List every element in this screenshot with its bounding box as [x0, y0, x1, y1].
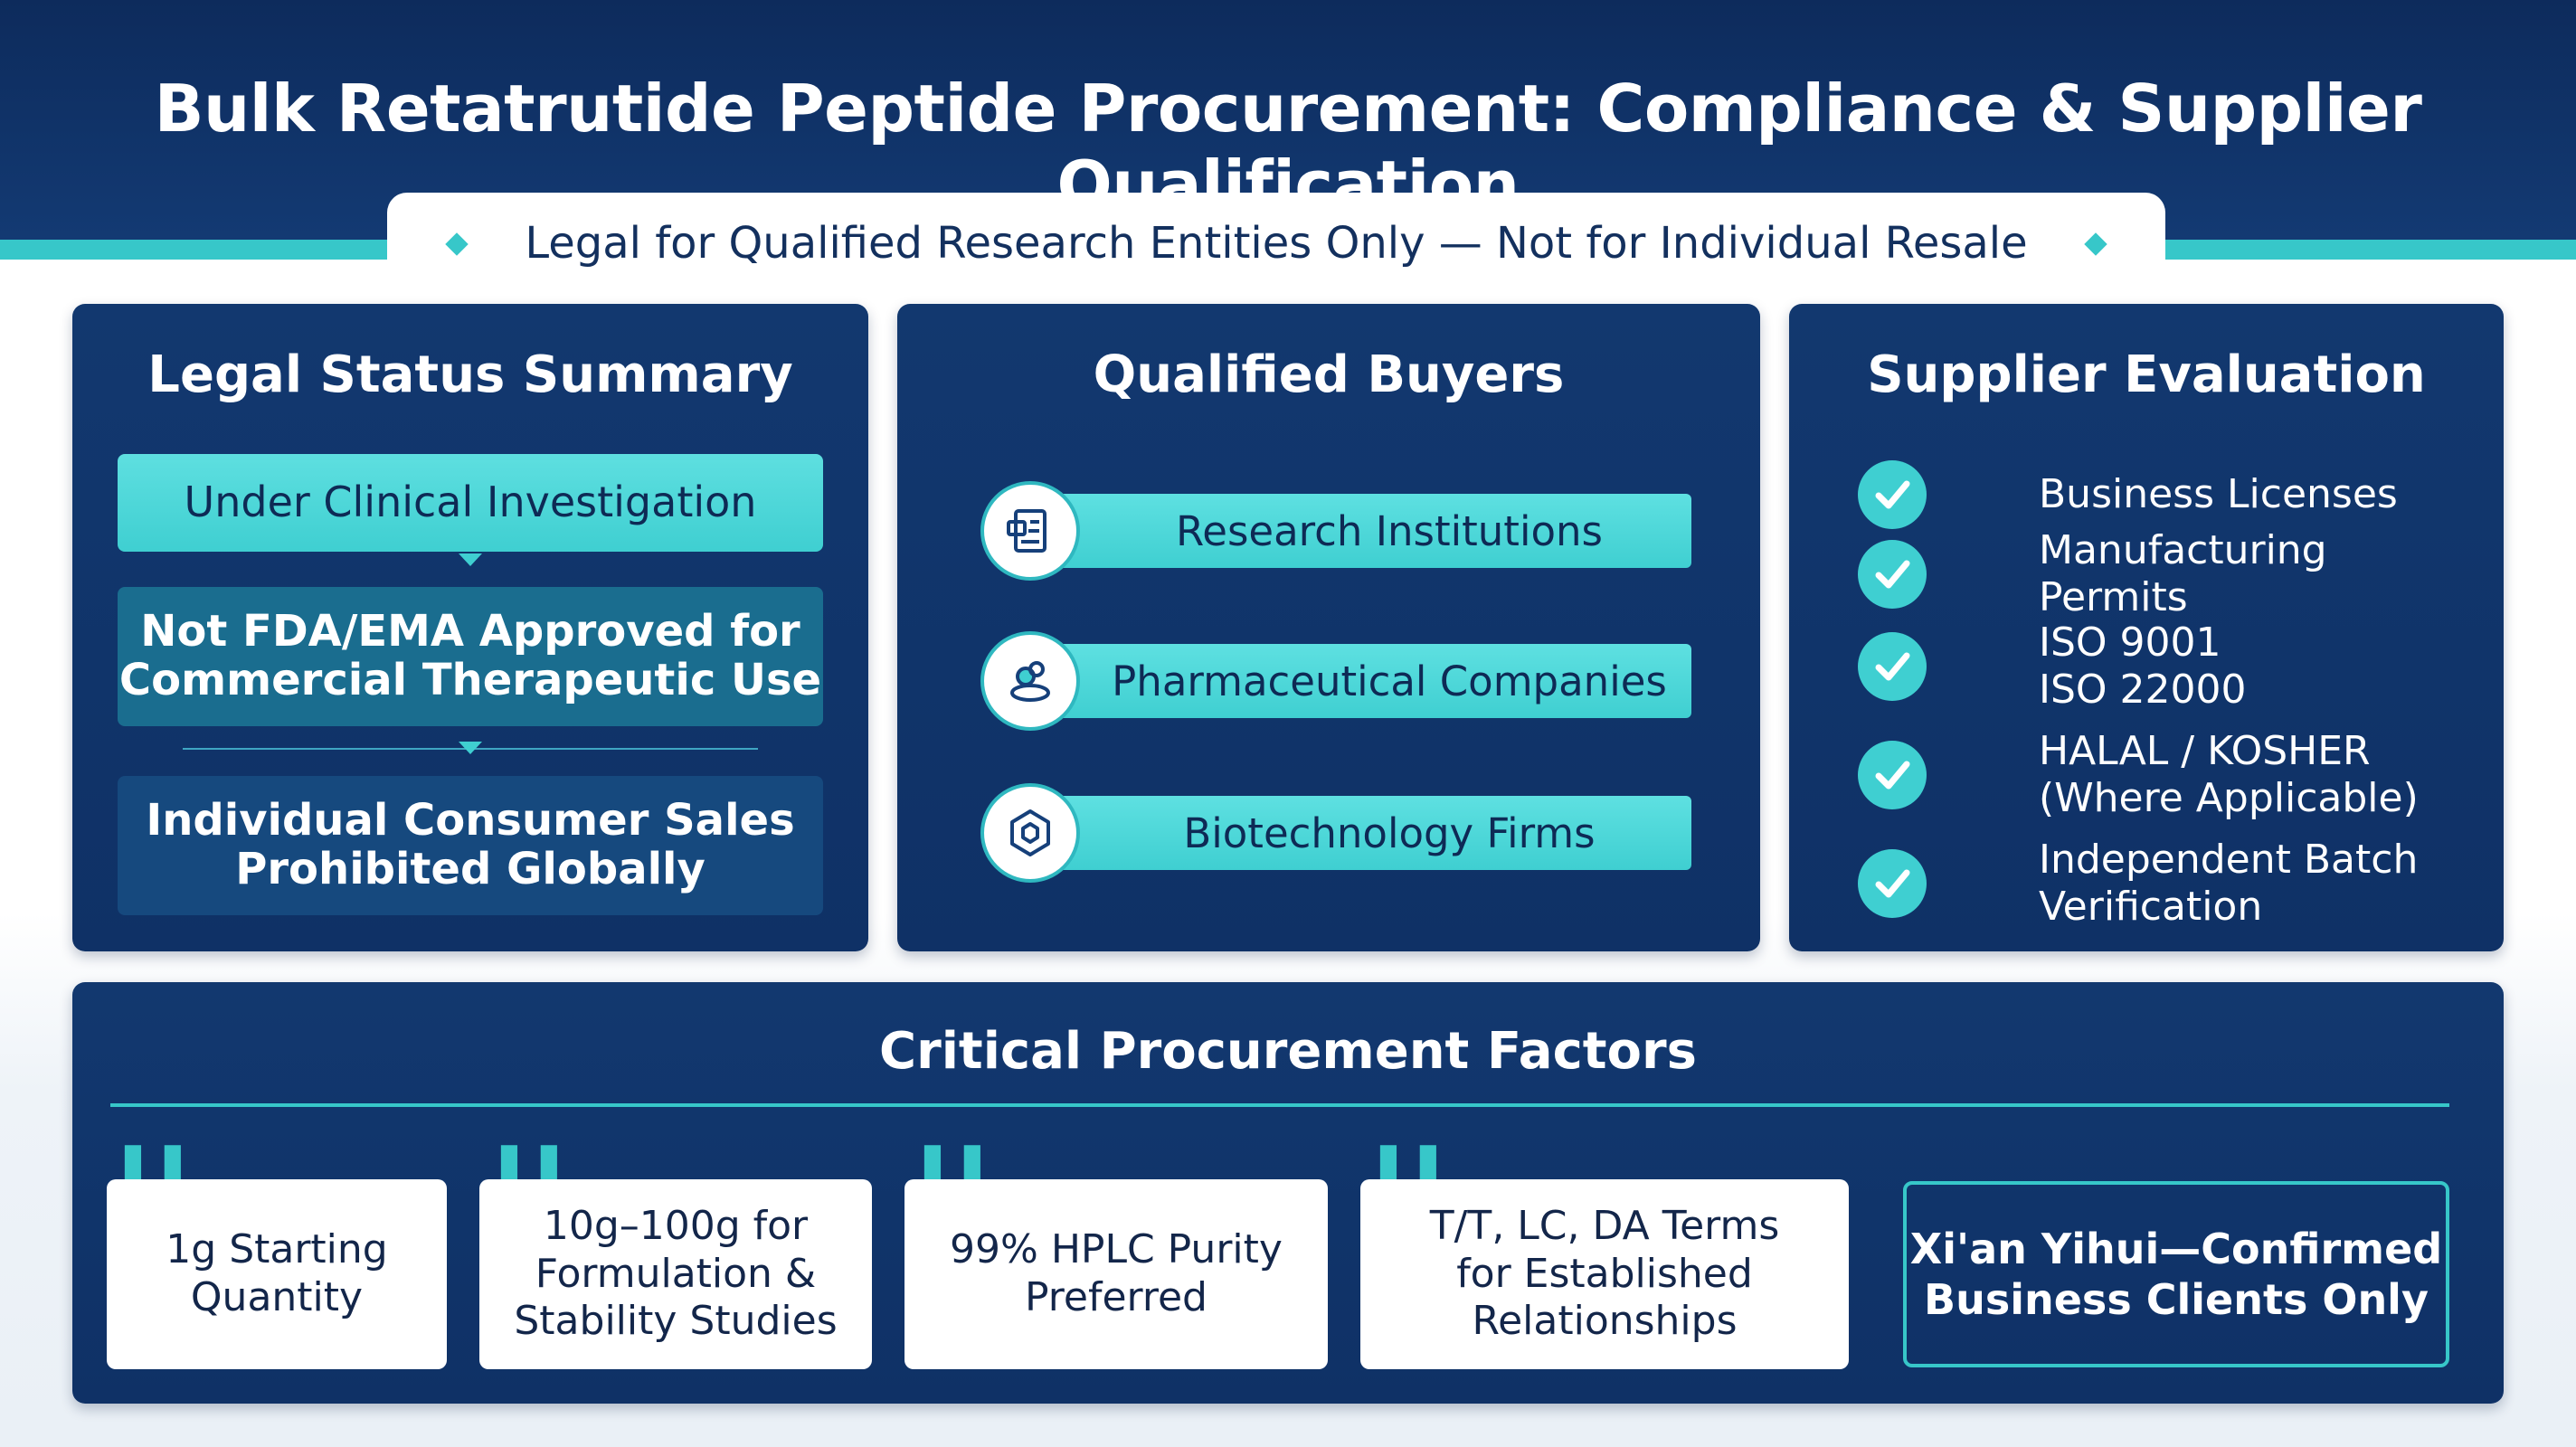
- divider: [110, 1103, 2449, 1107]
- legal-status-title: Legal Status Summary: [147, 345, 793, 404]
- document-icon: [980, 481, 1080, 581]
- arrow-down-icon: [459, 742, 482, 754]
- factor-card: 1g Starting Quantity: [107, 1179, 447, 1369]
- pills-icon: [980, 631, 1080, 731]
- check-icon: [1858, 540, 1927, 609]
- check-icon: [1858, 460, 1927, 529]
- evaluation-item: ISO 9001 ISO 22000: [1858, 619, 2437, 713]
- evaluation-item: Independent Batch Verification: [1858, 837, 2437, 930]
- buyer-item: Biotechnology Firms: [1042, 796, 1691, 870]
- factor-card: 99% HPLC Purity Preferred: [904, 1179, 1328, 1369]
- factor-card: T/T, LC, DA Terms for Established Relati…: [1360, 1179, 1849, 1369]
- evaluation-item: Business Licenses: [1858, 454, 2437, 535]
- diamond-icon: [2084, 232, 2107, 256]
- arrow-down-icon: [459, 553, 482, 566]
- check-icon: [1858, 849, 1927, 918]
- procurement-factors-panel: Critical Procurement Factors ❚❚ ❚❚ ❚❚ ❚❚…: [72, 982, 2504, 1404]
- procurement-factors-title: Critical Procurement Factors: [879, 1022, 1697, 1081]
- check-icon: [1858, 632, 1927, 701]
- supplier-evaluation-title: Supplier Evaluation: [1867, 345, 2426, 404]
- legal-status-item: Under Clinical Investigation: [118, 454, 823, 552]
- subtitle-text: Legal for Qualified Research Entities On…: [525, 218, 2028, 269]
- factor-card: 10g–100g for Formulation & Stability Stu…: [479, 1179, 872, 1369]
- legal-status-item: Not FDA/EMA Approved for Commercial Ther…: [118, 587, 823, 726]
- evaluation-item: Manufacturing Permits: [1858, 527, 2437, 620]
- evaluation-label: Business Licenses: [2039, 471, 2398, 518]
- hexagon-icon: [980, 783, 1080, 883]
- diamond-icon: [445, 232, 469, 256]
- evaluation-label: ISO 9001 ISO 22000: [2039, 619, 2247, 713]
- qualified-buyers-panel: Qualified Buyers Research Institutions P…: [897, 304, 1760, 951]
- evaluation-label: Independent Batch Verification: [2039, 837, 2419, 930]
- evaluation-label: HALAL / KOSHER (Where Applicable): [2039, 728, 2419, 821]
- buyer-item: Research Institutions: [1042, 494, 1691, 568]
- legal-status-panel: Legal Status Summary Under Clinical Inve…: [72, 304, 868, 951]
- check-icon: [1858, 741, 1927, 809]
- qualified-buyers-title: Qualified Buyers: [1093, 345, 1565, 404]
- highlight-card: Xi'an Yihui—Confirmed Business Clients O…: [1903, 1181, 2449, 1367]
- evaluation-item: HALAL / KOSHER (Where Applicable): [1858, 728, 2437, 821]
- evaluation-label: Manufacturing Permits: [2039, 527, 2327, 620]
- subtitle-banner: Legal for Qualified Research Entities On…: [387, 193, 2165, 294]
- legal-status-item: Individual Consumer Sales Prohibited Glo…: [118, 776, 823, 915]
- buyer-item: Pharmaceutical Companies: [1042, 644, 1691, 718]
- supplier-evaluation-panel: Supplier Evaluation Business Licenses Ma…: [1789, 304, 2504, 951]
